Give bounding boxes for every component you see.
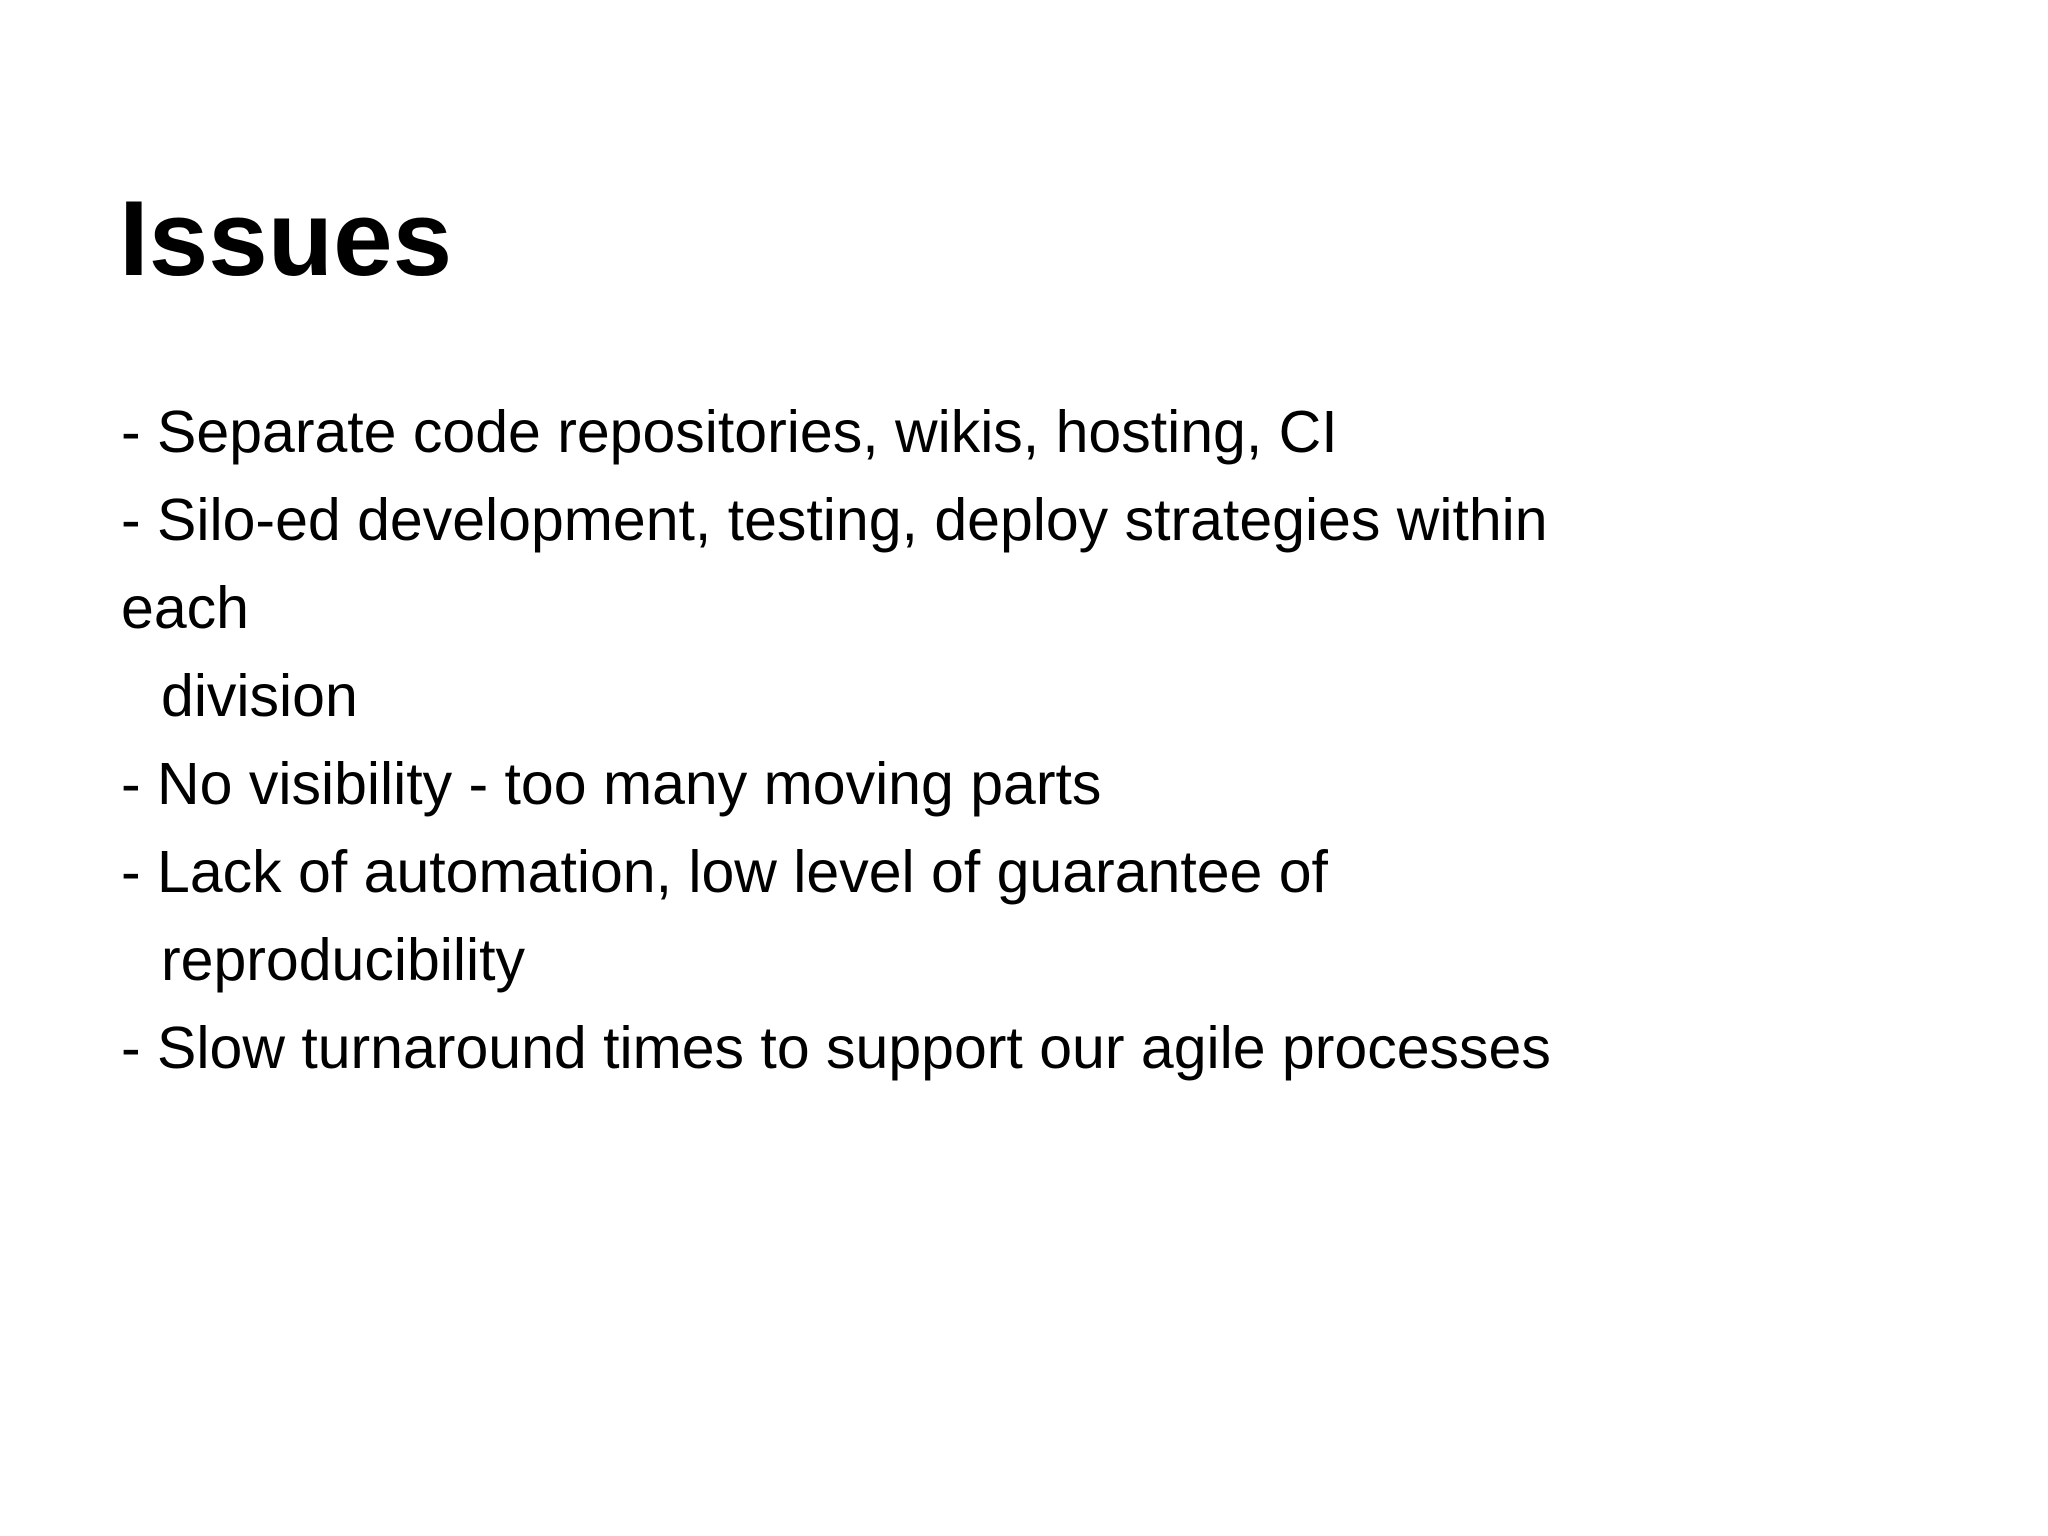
bullet-line: - Slow turnaround times to support our a… bbox=[121, 1015, 1551, 1081]
bullet-line: each bbox=[121, 575, 249, 641]
page-title: Issues bbox=[119, 178, 453, 298]
bullet-line: - Silo-ed development, testing, deploy s… bbox=[121, 487, 1548, 553]
bullet-line: - Separate code repositories, wikis, hos… bbox=[121, 399, 1338, 465]
bullet-line: - No visibility - too many moving parts bbox=[121, 751, 1102, 817]
bullet-line-indented: division bbox=[161, 663, 358, 729]
bullet-line: - Lack of automation, low level of guara… bbox=[121, 839, 1328, 905]
bullet-list: - Separate code repositories, wikis, hos… bbox=[121, 388, 1988, 1092]
bullet-line-indented: reproducibility bbox=[161, 927, 525, 993]
